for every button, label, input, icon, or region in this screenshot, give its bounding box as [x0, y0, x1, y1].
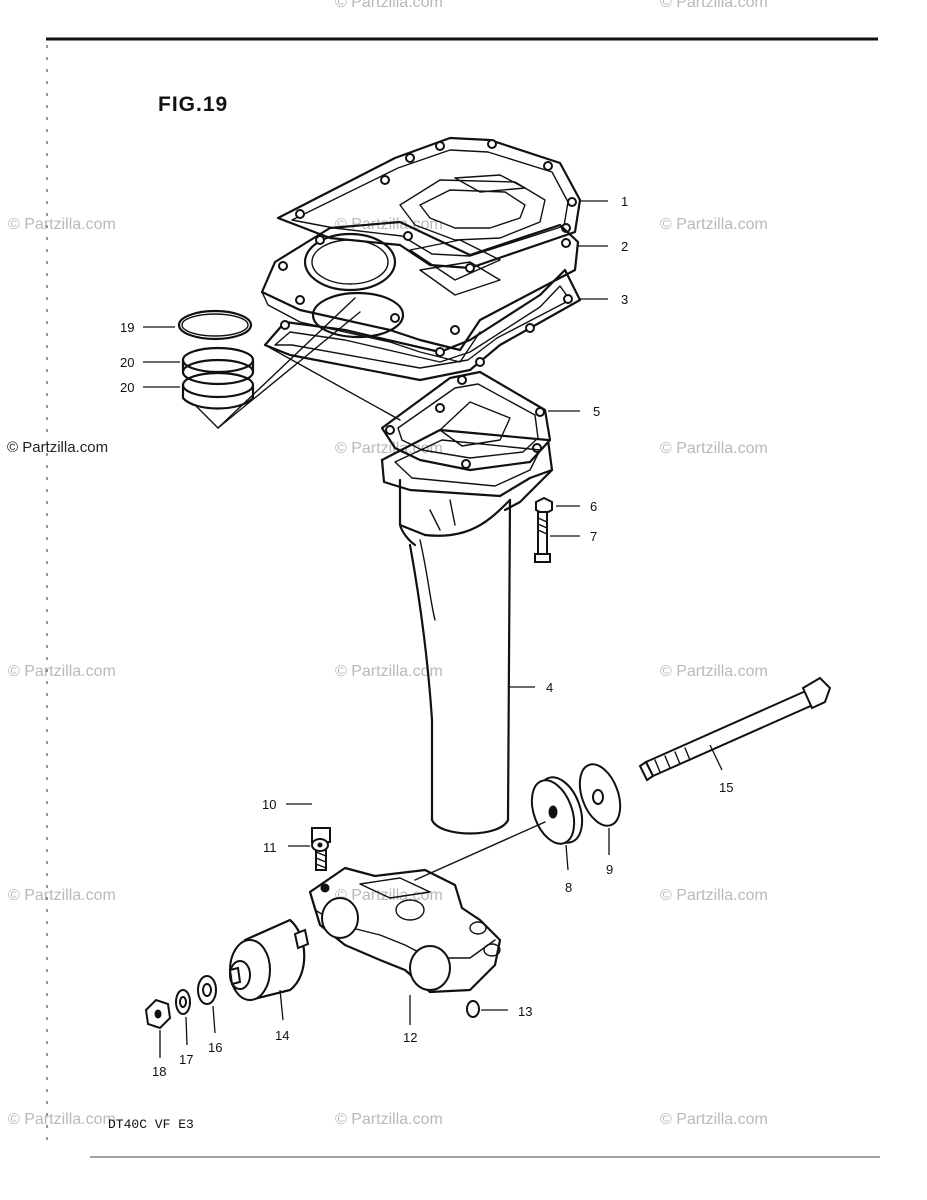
watermark-group: © Partzilla.com © Partzilla.com © Partzi…	[8, 0, 768, 1128]
callout-10: 10	[262, 797, 276, 812]
watermark-text: © Partzilla.com	[660, 440, 768, 457]
washer-part-9	[578, 763, 622, 827]
o-ring-part-19	[177, 309, 253, 341]
watermark-text: © Partzilla.com	[660, 887, 768, 904]
callout-12: 12	[403, 1030, 417, 1045]
callout-19: 19	[120, 320, 134, 335]
callout-15: 15	[719, 780, 733, 795]
washer-part-11	[311, 838, 329, 852]
copyright-text: © Partzilla.com	[7, 439, 108, 456]
callout-13: 13	[518, 1004, 532, 1019]
long-bolt-part-15	[638, 676, 832, 782]
washer-part-17	[175, 989, 191, 1015]
watermark-text: © Partzilla.com	[8, 216, 116, 233]
watermark-text: © Partzilla.com	[660, 1111, 768, 1128]
watermark-text: © Partzilla.com	[335, 663, 443, 680]
callout-3: 3	[621, 292, 628, 307]
leader-lines	[143, 200, 723, 1058]
callout-18: 18	[152, 1064, 166, 1079]
callout-6: 6	[590, 499, 597, 514]
watermark-text: © Partzilla.com	[335, 440, 443, 457]
callout-11: 11	[263, 840, 277, 855]
callout-20-upper: 20	[120, 355, 134, 370]
exhaust-tube-part-4	[380, 428, 554, 835]
watermark-text: © Partzilla.com	[335, 0, 443, 11]
footer-model-code: DT40C VF E3	[108, 1117, 194, 1132]
seal-part-20	[181, 346, 255, 410]
plug-part-13	[466, 1000, 480, 1018]
callout-20-lower: 20	[120, 380, 134, 395]
washer-part-16	[197, 975, 217, 1005]
watermark-text: © Partzilla.com	[660, 216, 768, 233]
figure-title: FIG.19	[158, 93, 228, 116]
nut-part-6	[535, 496, 553, 516]
callout-7: 7	[590, 529, 597, 544]
mount-bracket-part-12	[308, 866, 502, 994]
watermark-text: © Partzilla.com	[335, 887, 443, 904]
rubber-mount-part-14	[228, 918, 310, 1002]
callout-9: 9	[606, 862, 613, 877]
callout-14: 14	[275, 1028, 289, 1043]
gasket-part-3	[263, 268, 582, 382]
callout-8: 8	[565, 880, 572, 895]
callout-16: 16	[208, 1040, 222, 1055]
bolt-part-7	[534, 511, 551, 563]
nut-part-18	[144, 998, 172, 1030]
gasket-plate-part-1	[276, 136, 582, 270]
callout-5: 5	[593, 404, 600, 419]
watermark-text: © Partzilla.com	[335, 1111, 443, 1128]
watermark-text: © Partzilla.com	[8, 1111, 116, 1128]
washer-part-8	[530, 776, 584, 845]
callout-1: 1	[621, 194, 628, 209]
watermark-text: © Partzilla.com	[660, 0, 768, 11]
callout-2: 2	[621, 239, 628, 254]
watermark-text: © Partzilla.com	[8, 663, 116, 680]
watermark-text: © Partzilla.com	[660, 663, 768, 680]
watermark-text: © Partzilla.com	[8, 887, 116, 904]
bolt-part-10	[311, 827, 331, 871]
callout-4: 4	[546, 680, 553, 695]
part-callouts: 1 2 3 4 5 6 7 8 9 10 11 12 13 14 15 16 1…	[120, 194, 733, 1079]
callout-17: 17	[179, 1052, 193, 1067]
